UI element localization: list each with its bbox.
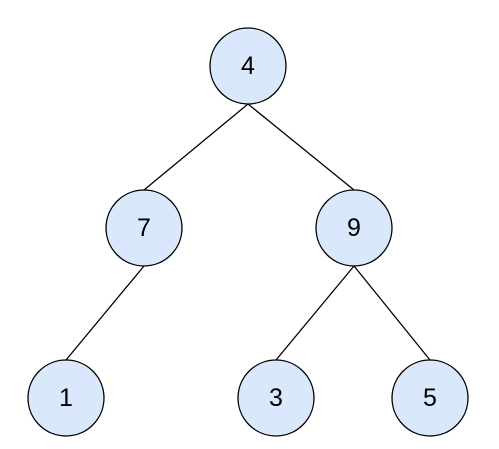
node-circle [209, 27, 287, 105]
tree-node-5: 5 [391, 359, 469, 437]
node-label: 3 [269, 384, 283, 412]
tree-node-7: 7 [105, 189, 183, 267]
edge-n9-n5 [353, 265, 431, 361]
node-label: 4 [241, 52, 255, 80]
tree-edges [65, 103, 431, 361]
node-label: 1 [59, 384, 73, 412]
node-label: 7 [137, 214, 151, 242]
node-label: 5 [423, 384, 437, 412]
edge-n4-n7 [143, 103, 249, 191]
node-circle [315, 189, 393, 267]
tree-node-3: 3 [237, 359, 315, 437]
node-circle [391, 359, 469, 437]
edge-n9-n3 [275, 265, 355, 361]
edge-n4-n9 [247, 103, 355, 191]
tree-node-9: 9 [315, 189, 393, 267]
tree-nodes: 4 7 9 1 3 5 [27, 27, 469, 437]
node-circle [27, 359, 105, 437]
node-circle [105, 189, 183, 267]
node-circle [237, 359, 315, 437]
edge-n7-n1 [65, 265, 145, 361]
node-label: 9 [347, 214, 361, 242]
tree-node-1: 1 [27, 359, 105, 437]
tree-node-4: 4 [209, 27, 287, 105]
